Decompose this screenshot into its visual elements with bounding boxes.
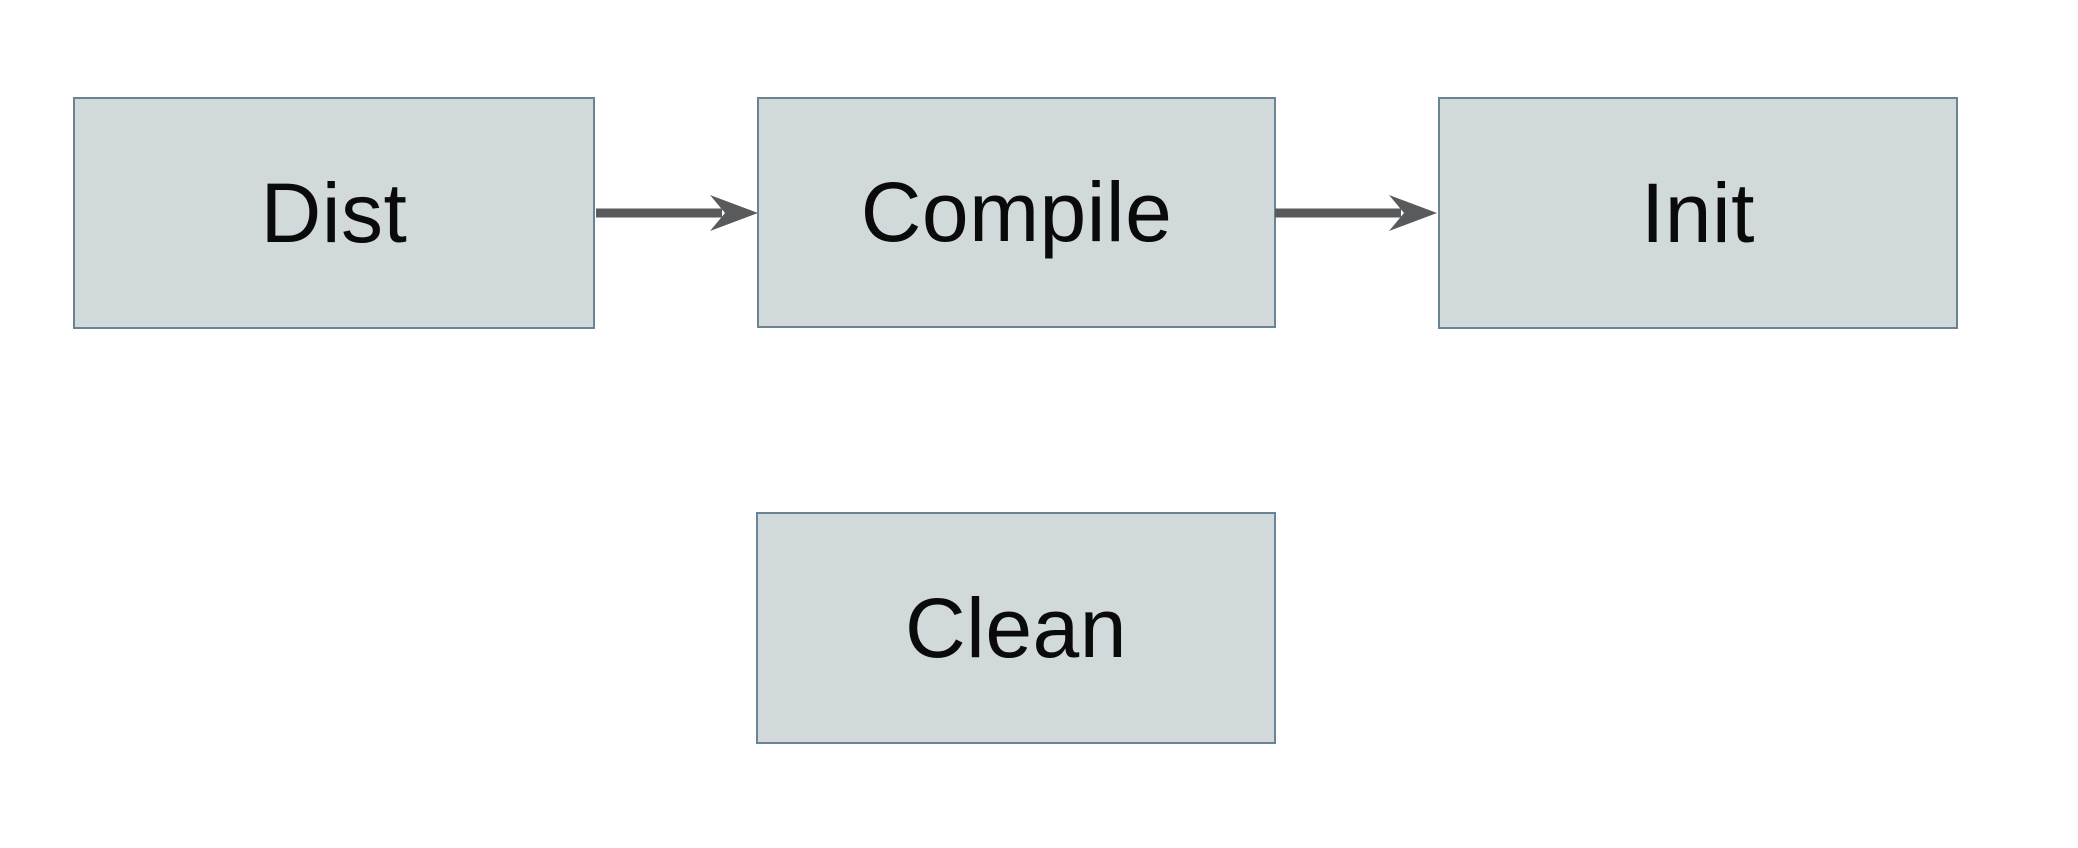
node-init: Init xyxy=(1438,97,1958,329)
node-init-label: Init xyxy=(1640,165,1756,260)
node-dist-label: Dist xyxy=(260,165,408,260)
node-compile-label: Compile xyxy=(860,165,1173,259)
node-compile: Compile xyxy=(757,97,1276,328)
node-dist: Dist xyxy=(73,97,595,329)
node-clean: Clean xyxy=(756,512,1276,744)
arrow-compile-to-init-icon xyxy=(1275,195,1437,231)
arrow-dist-to-compile-icon xyxy=(596,195,758,231)
node-clean-label: Clean xyxy=(905,580,1127,675)
